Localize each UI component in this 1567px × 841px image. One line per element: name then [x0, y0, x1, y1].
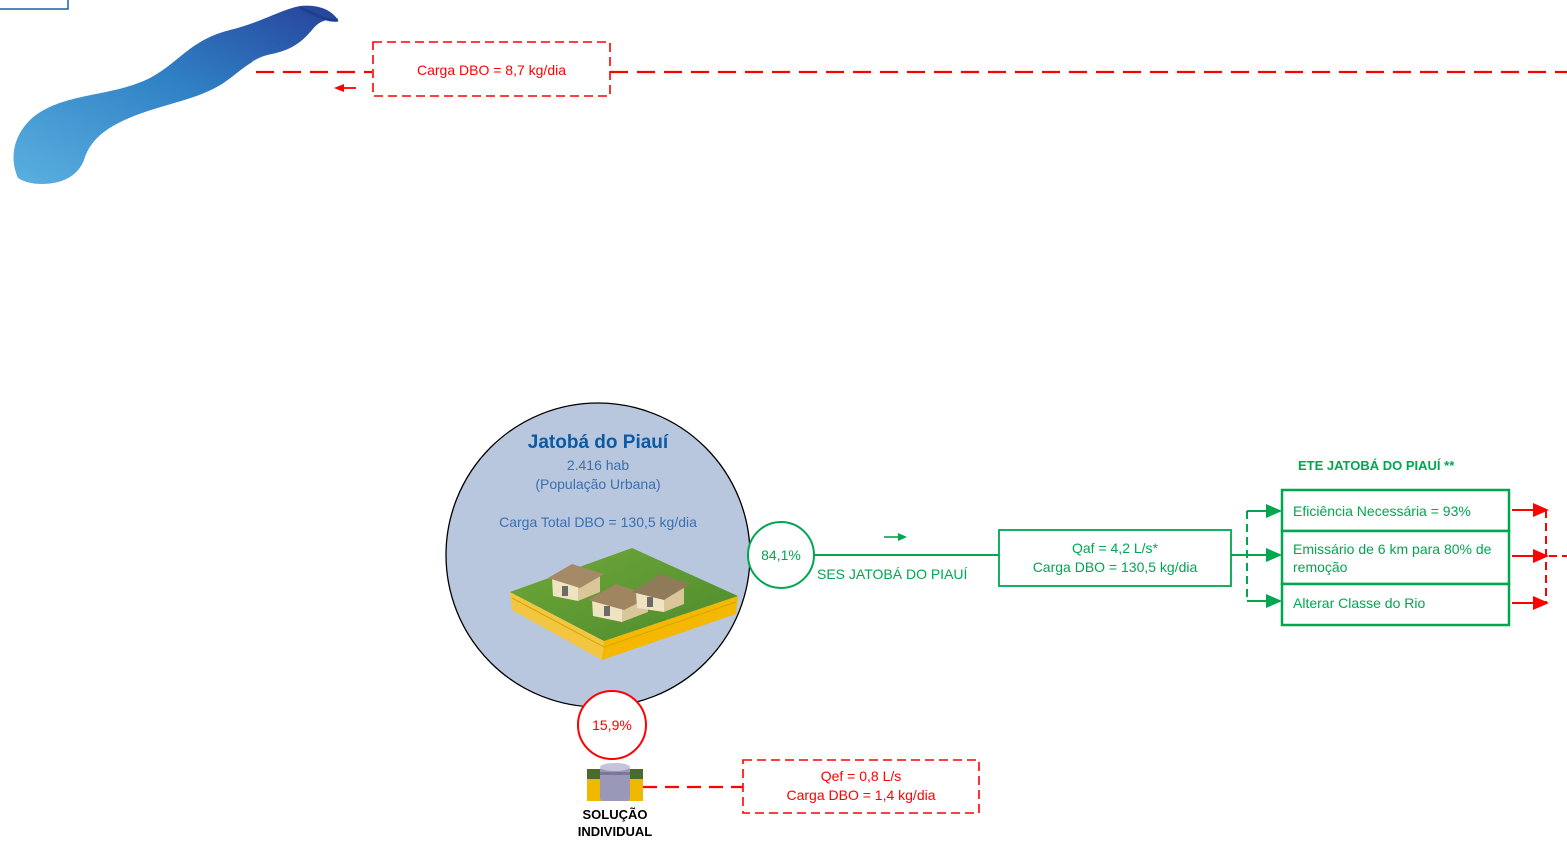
treatment-title: ETE JATOBÁ DO PIAUÍ ** [1298, 458, 1455, 473]
arrow-left-icon [334, 84, 356, 92]
treatment-output-connector [1512, 503, 1567, 610]
collection-flow-box [998, 529, 1232, 587]
city-total-load: Carga Total DBO = 130,5 kg/dia [499, 514, 697, 530]
collection-system-label: SES JATOBÁ DO PIAUÍ [817, 566, 968, 582]
frame-fragment [0, 0, 69, 10]
arrow-right-icon [884, 533, 907, 541]
individual-flow-load: Carga DBO = 1,4 kg/dia [786, 787, 936, 803]
collection-flow-load: Carga DBO = 130,5 kg/dia [1032, 559, 1198, 575]
individual-flow-rate: Qef = 0,8 L/s [820, 768, 902, 784]
treatment-option-box-outfall [1280, 529, 1511, 586]
treatment-option-box-reclassify [1280, 582, 1511, 627]
individual-label-line1: SOLUÇÃO [582, 807, 648, 822]
individual-percent-node [577, 690, 647, 760]
treatment-option-outfall: Emissário de 6 km para 80% de remoção [1293, 541, 1492, 575]
river-load-box [372, 41, 611, 97]
individual-load-box [742, 759, 980, 814]
city-population: 2.416 hab [566, 457, 630, 473]
treatment-option-efficiency: Eficiência Necessária = 93% [1293, 503, 1471, 519]
treatment-branch-connector [1231, 504, 1282, 608]
city-name: Jatobá do Piauí [527, 432, 669, 453]
river-icon [13, 5, 339, 185]
collection-flow-rate: Qaf = 4,2 L/s* [1072, 540, 1158, 556]
collection-percent: 84,1% [761, 547, 801, 563]
treatment-option-reclassify: Alterar Classe do Rio [1293, 595, 1426, 611]
river-load-label: Carga DBO = 8,7 kg/dia [416, 62, 567, 78]
individual-label-line2: INDIVIDUAL [577, 824, 653, 839]
individual-percent: 15,9% [592, 717, 632, 733]
city-population-note: (População Urbana) [535, 476, 661, 492]
septic-tank-icon [587, 763, 643, 801]
houses-illustration-icon [510, 548, 738, 660]
